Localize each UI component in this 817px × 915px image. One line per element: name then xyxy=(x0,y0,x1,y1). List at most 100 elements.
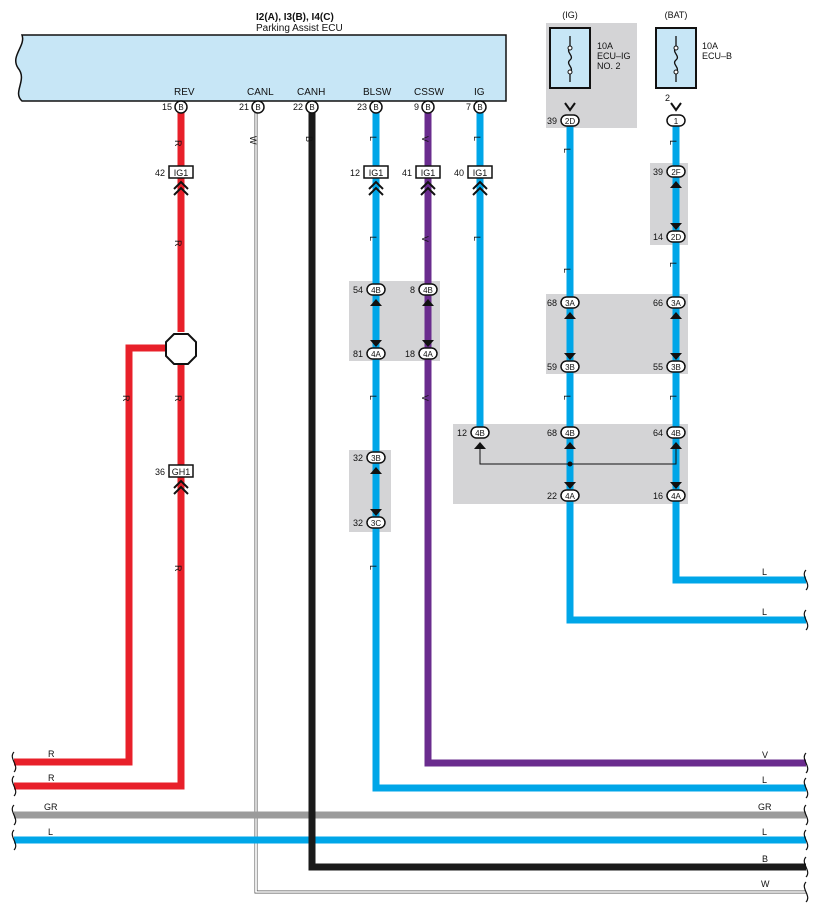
fuse-bat-source: (BAT) xyxy=(665,10,688,20)
conn-22-4a-pin: 22 xyxy=(547,491,557,501)
wire-label-l-7: L xyxy=(562,148,572,153)
terminal-blsw-conn: B xyxy=(373,103,378,112)
conn-68-4b-shape xyxy=(560,426,580,439)
conn-64-4b: 4B 64 xyxy=(653,426,686,439)
conn-54-4b-pin: 54 xyxy=(353,285,363,295)
wire-label-l-2: L xyxy=(368,236,378,241)
conn-59-3b-shape xyxy=(560,360,580,373)
terminal-label-canh: CANH xyxy=(297,87,325,98)
gh1-pin: 36 xyxy=(155,467,165,477)
conn-66-3a-pin: 66 xyxy=(653,298,663,308)
fuse-ecu-b: (BAT) 10A ECU–B xyxy=(655,10,732,89)
terminal-label-blsw: BLSW xyxy=(363,87,392,98)
connector-ig1-ig: IG1 40 xyxy=(454,165,493,196)
wire-label-h-b: B xyxy=(762,854,768,864)
conn-59-3b-pin: 59 xyxy=(547,362,557,372)
wire-label-r-5: R xyxy=(121,395,131,402)
wire-label-b: B xyxy=(304,136,314,142)
conn-16-4a-pin: 16 xyxy=(653,491,663,501)
wire-label-h-r-1: R xyxy=(48,749,55,759)
conn-14-2d-pin: 14 xyxy=(653,232,663,242)
fuse-ig-name: ECU–IG xyxy=(597,51,631,61)
conn-59-3b: 3B 59 xyxy=(547,360,580,373)
cssw-wire xyxy=(424,112,806,767)
wire-label-r-4: R xyxy=(173,565,183,572)
fuse-bat-symbol xyxy=(673,36,679,82)
fuse-bat-conn-label: 1 xyxy=(674,117,679,126)
junction-arrows xyxy=(370,181,682,516)
ig-fuse-wire xyxy=(566,126,806,624)
terminal-cssw-pin: 9 xyxy=(414,102,419,112)
conn-54-4b: 4B 54 xyxy=(353,283,386,296)
terminal-canh xyxy=(305,100,319,114)
ig1-cssw-label: IG1 xyxy=(421,168,436,178)
conn-64-4b-shape xyxy=(666,426,686,439)
wire-label-l-9: L xyxy=(562,395,572,400)
fuse-bat-rating: 10A xyxy=(702,41,718,51)
fuse-ig-name2: NO. 2 xyxy=(597,61,621,71)
gh1-arrow xyxy=(173,479,189,495)
conn-81-4a-shape xyxy=(366,347,386,360)
fuse-ig-conn-shape xyxy=(560,114,580,127)
right-break-lines xyxy=(803,569,809,903)
conn-14-2d-shape xyxy=(666,230,686,243)
wire-label-l-6: L xyxy=(472,236,482,241)
wire-label-l-3: L xyxy=(368,395,378,400)
ig1-ig-label: IG1 xyxy=(473,168,488,178)
fuse-bat-pin-top xyxy=(673,45,679,51)
conn-54-4b-label: 4B xyxy=(371,286,381,295)
terminal-label-cssw: CSSW xyxy=(414,87,445,98)
conn-68-3a: 3A 68 xyxy=(547,296,580,309)
wire-label-l-10: L xyxy=(668,140,678,145)
terminal-canh-pin: 22 xyxy=(293,102,303,112)
fuse-ig-conn-label: 2D xyxy=(565,117,575,126)
wire-label-v-3: V xyxy=(420,395,430,401)
wire-label-l-4: L xyxy=(368,565,378,570)
conn-22-4a: 4A 22 xyxy=(547,489,580,502)
terminal-label-canl: CANL xyxy=(247,87,274,98)
conn-12-4b-pin: 12 xyxy=(457,428,467,438)
terminal-label-rev: REV xyxy=(174,87,195,98)
conn-18-4a: 4A 18 xyxy=(405,347,438,360)
ig1-ig-arrow xyxy=(472,180,488,196)
wire-label-r-1: R xyxy=(173,140,183,147)
ig1-rev-arrow xyxy=(173,180,189,196)
wire-label-h-gr-right: GR xyxy=(758,802,772,812)
conn-81-4a: 4A 81 xyxy=(353,347,386,360)
conn-68-4b: 4B 68 xyxy=(547,426,580,439)
conn-39-2f: 2F 39 xyxy=(653,165,686,178)
wire-label-h-l-bat: L xyxy=(762,567,767,577)
conn-32-3c-label: 3C xyxy=(371,519,381,528)
conn-32-3b-pin: 32 xyxy=(353,453,363,463)
conn-32-3c-shape xyxy=(366,516,386,529)
terminal-cssw-conn: B xyxy=(425,103,430,112)
fuse-ig-pin-top xyxy=(567,45,573,51)
terminal-cssw xyxy=(421,100,435,114)
wire-label-h-l-right: L xyxy=(762,827,767,837)
wire-label-v-1: V xyxy=(420,136,430,142)
fuse-bat-pin-bottom xyxy=(673,69,679,75)
connector-ig1-rev: IG1 42 xyxy=(155,165,194,196)
bat-fuse-wire xyxy=(672,126,806,584)
conn-12-4b-shape xyxy=(470,426,490,439)
conn-68-3a-shape xyxy=(560,296,580,309)
conn-66-3a-shape xyxy=(666,296,686,309)
ig1-cssw-arrow xyxy=(420,180,436,196)
wire-label-h-gr-left: GR xyxy=(44,802,58,812)
conn-16-4a-shape xyxy=(666,489,686,502)
wire-label-r-3: R xyxy=(173,395,183,402)
terminal-canh-conn: B xyxy=(309,103,314,112)
conn-55-3b-label: 3B xyxy=(671,363,681,372)
conn-8-4b: 4B 8 xyxy=(410,283,438,296)
conn-68-3a-pin: 68 xyxy=(547,298,557,308)
conn-12-4b-label: 4B xyxy=(475,429,485,438)
ig1-rev-pin: 42 xyxy=(155,168,165,178)
fuse-bat-conn-shape xyxy=(666,114,686,127)
fuse-ig-pin-bottom xyxy=(567,69,573,75)
fuse-ig-connector: 2D 39 xyxy=(547,114,580,127)
ig1-blsw-label: IG1 xyxy=(369,168,384,178)
wire-label-l-11: L xyxy=(668,262,678,267)
wire-label-v-2: V xyxy=(420,236,430,242)
conn-39-2f-shape xyxy=(666,165,686,178)
conn-16-4a: 4A 16 xyxy=(653,489,686,502)
